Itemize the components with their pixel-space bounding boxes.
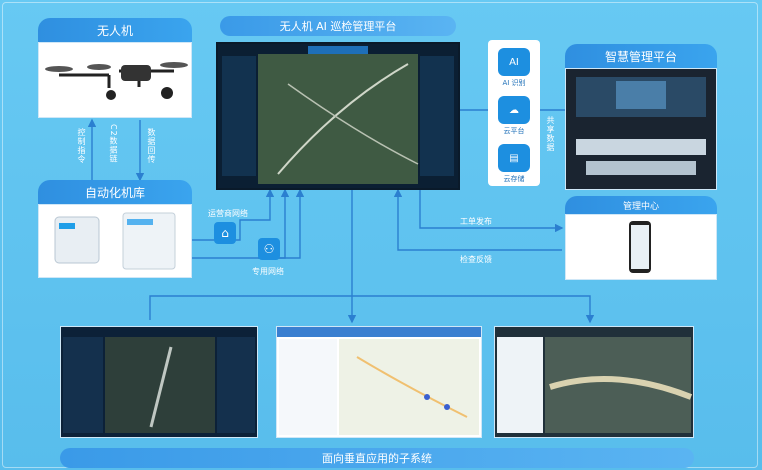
- subsystem-1: [60, 326, 258, 438]
- control-room-image: [576, 77, 706, 175]
- smart-header: 智慧管理平台: [565, 44, 717, 68]
- subsystem-3-screen: [497, 337, 693, 433]
- c2-label: C2数据链: [109, 124, 118, 164]
- ops-net-icon: ⌂: [214, 222, 236, 244]
- dock-header: 自动化机库: [38, 180, 192, 204]
- inspect-feedback-label: 检查反馈: [460, 255, 492, 264]
- drone-image: [45, 62, 188, 100]
- ai-icon: AI: [498, 48, 530, 76]
- data-back-label: 数据回传: [147, 128, 156, 164]
- subsystems-footer: 面向垂直应用的子系统: [60, 448, 694, 468]
- subsystem-3: [494, 326, 694, 438]
- cloud-icon: ☁: [498, 96, 530, 124]
- work-order-label: 工单发布: [460, 217, 492, 226]
- share-data-label: 共享数据: [546, 116, 555, 152]
- ai-label: AI 识别: [502, 79, 526, 87]
- platform-header: 无人机 AI 巡检管理平台: [220, 16, 456, 36]
- dock-image: [54, 212, 176, 270]
- service-icons: AI AI 识别 ☁ 云平台 ▤ 云存储: [488, 40, 540, 186]
- drone-card: [38, 42, 192, 118]
- storage-icon: ▤: [498, 144, 530, 172]
- mgmt-center-header: 管理中心: [565, 196, 717, 214]
- phone-image: [629, 221, 651, 273]
- subsystem-2: [276, 326, 482, 438]
- platform-screen: [216, 42, 460, 190]
- mgmt-center-card: [565, 214, 717, 280]
- dock-card: [38, 204, 192, 278]
- storage-label: 云存储: [503, 175, 525, 183]
- cloud-label: 云平台: [503, 127, 525, 135]
- private-net-label: 专用网络: [252, 267, 284, 276]
- subsystem-2-screen: [277, 327, 481, 435]
- drone-header: 无人机: [38, 18, 192, 42]
- control-label: 控制指令: [77, 128, 86, 164]
- platform-map: [222, 46, 454, 184]
- private-net-icon: ⚇: [258, 238, 280, 260]
- subsystem-1-screen: [63, 337, 255, 433]
- smart-card: [565, 68, 717, 190]
- ops-net-label: 运营商网络: [208, 209, 248, 218]
